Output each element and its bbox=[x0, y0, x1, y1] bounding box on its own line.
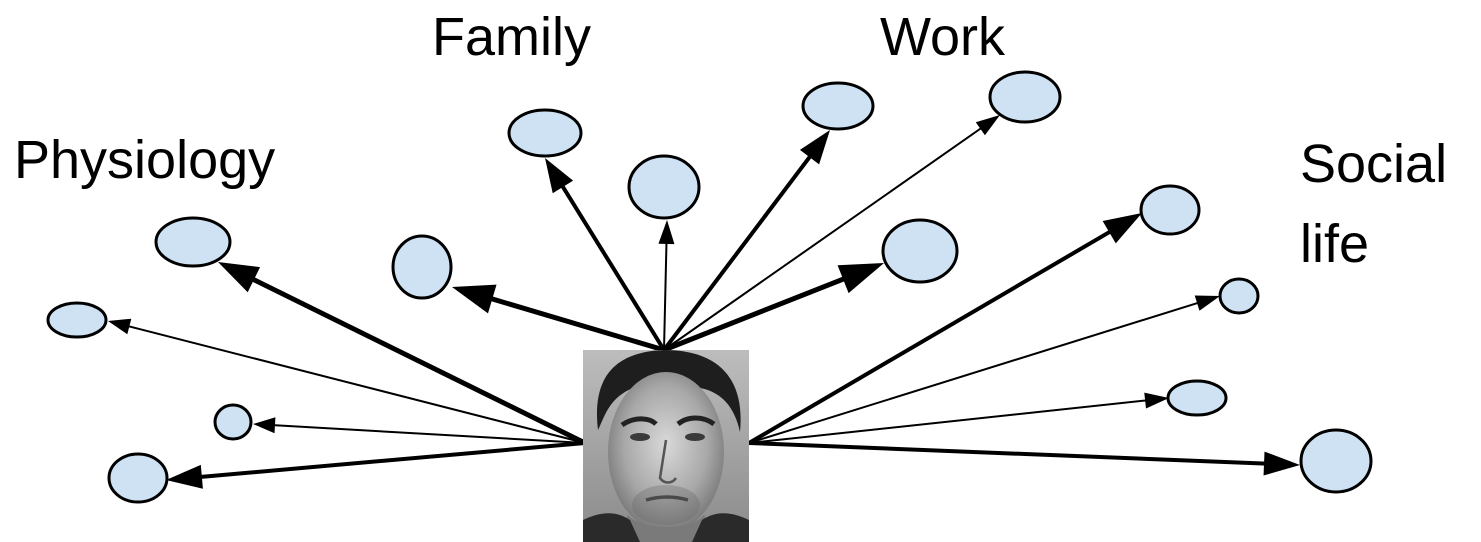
arrow-to-family-1 bbox=[545, 158, 666, 352]
label-physiology: Physiology bbox=[14, 130, 275, 190]
arrow-to-physiology-2 bbox=[108, 318, 586, 444]
node-physiology-3 bbox=[213, 403, 253, 441]
arrow-to-social-1-shaft bbox=[747, 229, 1112, 445]
arrow-to-physiology-4-head bbox=[166, 464, 203, 489]
node-physiology-4 bbox=[107, 452, 169, 504]
arrow-to-social-2-head bbox=[1194, 295, 1220, 311]
label-family: Family bbox=[432, 7, 591, 67]
arrow-to-physiology-1-shaft bbox=[250, 276, 587, 446]
node-family-2 bbox=[627, 154, 701, 220]
arrow-to-social-1-head bbox=[1102, 213, 1142, 244]
arrow-to-social-2-shaft bbox=[748, 301, 1200, 444]
arrow-to-physiology-3 bbox=[253, 417, 586, 444]
node-social-4 bbox=[1299, 428, 1373, 494]
arrow-to-social-4-shaft bbox=[748, 441, 1267, 466]
node-social-3 bbox=[1166, 379, 1228, 417]
node-physiology-1 bbox=[154, 216, 232, 268]
node-social-2 bbox=[1218, 277, 1260, 315]
arrow-to-work-2 bbox=[663, 115, 1000, 351]
arrow-to-family-3-head bbox=[452, 284, 497, 314]
arrow-to-social-4-head bbox=[1263, 451, 1300, 476]
label-social-line1: Social bbox=[1300, 134, 1447, 194]
arrow-to-physiology-3-head bbox=[253, 417, 276, 434]
arrow-to-physiology-2-shaft bbox=[127, 324, 586, 444]
node-work-3 bbox=[881, 218, 959, 284]
arrow-to-family-2 bbox=[658, 220, 675, 351]
arrow-to-family-1-shaft bbox=[560, 184, 666, 352]
center-portrait bbox=[583, 350, 749, 542]
arrow-to-physiology-1 bbox=[218, 262, 587, 446]
arrow-to-physiology-3-shaft bbox=[272, 424, 586, 444]
label-work: Work bbox=[880, 7, 1006, 67]
node-family-1 bbox=[507, 108, 583, 158]
label-social-line2: life bbox=[1300, 214, 1369, 274]
arrow-to-family-2-shaft bbox=[663, 241, 668, 351]
arrow-to-family-1-head bbox=[545, 158, 574, 194]
arrow-to-physiology-2-head bbox=[108, 318, 132, 335]
arrow-to-social-3 bbox=[748, 392, 1169, 444]
arrow-to-work-3 bbox=[663, 263, 884, 353]
arrow-to-work-3-shaft bbox=[663, 276, 846, 353]
arrow-to-social-1 bbox=[747, 213, 1142, 445]
arrow-to-social-3-shaft bbox=[748, 399, 1148, 444]
arrow-to-family-2-head bbox=[658, 220, 675, 245]
node-family-3 bbox=[391, 234, 453, 300]
arrow-to-family-3 bbox=[452, 284, 665, 353]
arrow-to-family-3-shaft bbox=[489, 295, 665, 353]
node-physiology-2 bbox=[46, 301, 108, 339]
arrow-to-physiology-4 bbox=[166, 441, 586, 489]
arrow-to-work-2-head bbox=[975, 115, 1000, 136]
node-work-1 bbox=[801, 81, 875, 131]
node-group bbox=[46, 70, 1373, 504]
arrow-to-physiology-4-shaft bbox=[199, 441, 586, 480]
arrow-to-work-3-head bbox=[837, 263, 884, 294]
arrow-to-work-1 bbox=[662, 130, 830, 352]
arrow-to-work-1-head bbox=[799, 130, 830, 165]
arrow-to-social-3-head bbox=[1144, 392, 1169, 409]
arrow-to-social-4 bbox=[748, 441, 1300, 476]
node-work-2 bbox=[988, 70, 1062, 124]
arrow-to-physiology-1-head bbox=[218, 262, 261, 293]
arrow-to-work-1-shaft bbox=[662, 154, 813, 352]
arrow-to-work-2-shaft bbox=[663, 126, 983, 351]
node-social-1 bbox=[1139, 184, 1201, 236]
arrow-group bbox=[108, 115, 1300, 489]
arrow-to-social-2 bbox=[748, 295, 1220, 444]
